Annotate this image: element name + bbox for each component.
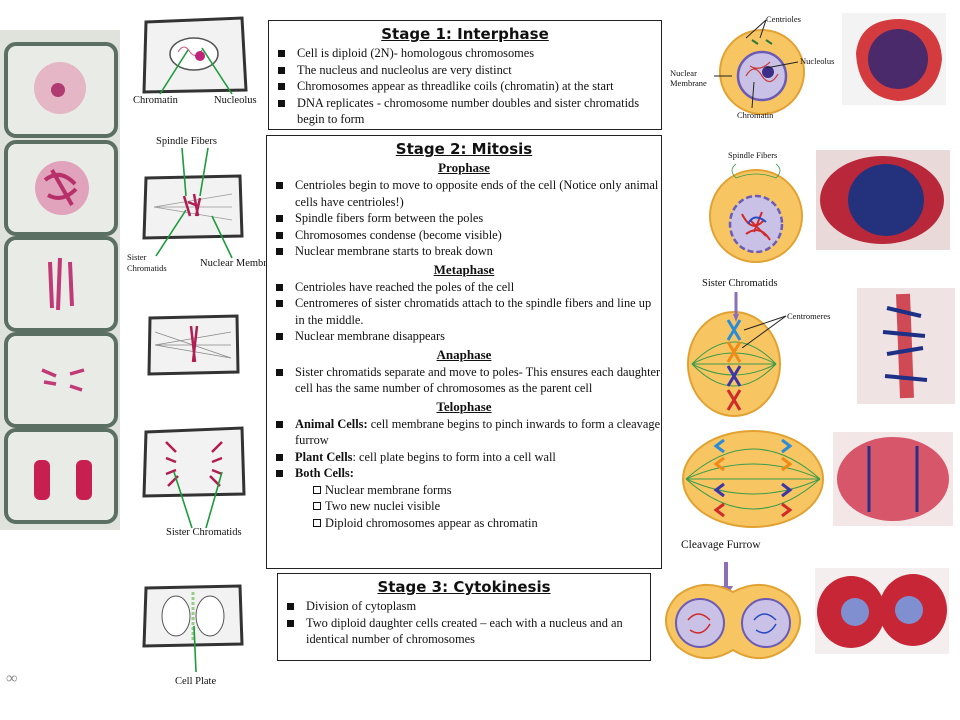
- animal-cell-metaphase: [687, 311, 781, 417]
- plant-label-lines: [155, 47, 233, 673]
- label-sister-chromatids-anaphase: Sister Chromatids: [166, 527, 242, 538]
- animal-interphase-leaders: [714, 19, 799, 109]
- both-cells-item: Nuclear membrane forms: [267, 482, 661, 499]
- metaphase-bullet: Centromeres of sister chromatids attach …: [267, 295, 661, 328]
- plant-cells-text: : cell plate begins to form into a cell …: [352, 449, 556, 464]
- plant-cell-anaphase: [142, 426, 246, 498]
- stage1-title: Stage 1: Interphase: [381, 25, 549, 43]
- metaphase-title: Metaphase: [433, 261, 495, 277]
- micrograph-anaphase: [833, 432, 953, 526]
- anaphase-bullet: Sister chromatids separate and move to p…: [267, 364, 661, 397]
- prophase-title: Prophase: [438, 160, 490, 175]
- label-cleavage-furrow: Cleavage Furrow: [681, 539, 761, 551]
- stage2-box: Stage 2: Mitosis Prophase Centrioles beg…: [266, 135, 662, 569]
- micrograph-interphase: [842, 13, 946, 105]
- animal-cell-telophase: [665, 584, 801, 660]
- micrograph-telophase: [815, 568, 949, 654]
- plant-cell-interphase: [142, 16, 248, 94]
- stage3-bullet: Two diploid daughter cells created – eac…: [278, 615, 650, 648]
- label-nucleolus-animal: Nucleolus: [800, 56, 835, 66]
- prophase-bullet: Chromosomes condense (become visible): [267, 227, 661, 244]
- label-nucleolus: Nucleolus: [214, 95, 257, 106]
- label-cell-plate: Cell Plate: [175, 676, 217, 687]
- label-chromatin-animal: Chromatin: [737, 110, 774, 120]
- micrograph-prophase: [816, 150, 950, 250]
- label-centrioles: Centrioles: [766, 14, 801, 24]
- animal-cells-label: Animal Cells:: [295, 416, 368, 431]
- plant-cell-prophase: [142, 174, 244, 240]
- stage1-bullet: Cell is diploid (2N)- homologous chromos…: [269, 45, 661, 62]
- stage1-bullet: The nucleus and nucleolus are very disti…: [269, 62, 661, 79]
- prophase-bullet: Spindle fibers form between the poles: [267, 210, 661, 227]
- stage1-bullet: DNA replicates - chromosome number doubl…: [269, 95, 661, 128]
- onion-root-micrographs: [0, 30, 120, 530]
- both-cells-item: Diploid chromosomes appear as chromatin: [267, 515, 661, 532]
- prophase-bullet: Centrioles begin to move to opposite end…: [267, 177, 661, 210]
- plant-cells-label: Plant Cells: [295, 449, 353, 464]
- stage3-title: Stage 3: Cytokinesis: [377, 578, 551, 596]
- telophase-title: Telophase: [436, 398, 492, 414]
- animal-cell-prophase: [709, 163, 803, 263]
- metaphase-bullet: Nuclear membrane disappears: [267, 328, 661, 345]
- micrograph-metaphase: [857, 288, 955, 404]
- label-spindle-fibers-animal: Spindle Fibers: [728, 150, 778, 160]
- stage1-box: Stage 1: Interphase Cell is diploid (2N)…: [268, 20, 662, 130]
- animal-cell-interphase: [719, 29, 805, 115]
- stage1-bullet: Chromosomes appear as threadlike coils (…: [269, 78, 661, 95]
- label-spindle-fibers: Spindle Fibers: [156, 136, 217, 147]
- metaphase-leaders: [733, 292, 787, 348]
- label-centromeres: Centromeres: [787, 311, 831, 321]
- label-sister-chromatids-animal: Sister Chromatids: [702, 278, 778, 289]
- both-cells-item: Two new nuclei visible: [267, 498, 661, 515]
- telophase-animal-bullet: Animal Cells: cell membrane begins to pi…: [267, 416, 661, 449]
- metaphase-bullet: Centrioles have reached the poles of the…: [267, 279, 661, 296]
- both-cells-label: Both Cells:: [295, 466, 354, 480]
- animal-cells-text: cell membrane begins to pinch inwards to…: [295, 416, 661, 448]
- stage2-title: Stage 2: Mitosis: [395, 140, 533, 158]
- stage3-bullet: Division of cytoplasm: [278, 598, 650, 615]
- telophase-plant-bullet: Plant Cells: cell plate begins to form i…: [267, 449, 661, 466]
- anaphase-title: Anaphase: [436, 346, 492, 362]
- plant-cell-metaphase: [147, 314, 240, 376]
- animal-cell-anaphase: [682, 430, 824, 528]
- label-chromatin: Chromatin: [133, 95, 178, 106]
- label-sister-chromatids: Sister Chromatids: [127, 252, 167, 273]
- label-nuclear-membrane: Nuclear Membrane: [200, 258, 268, 269]
- infinity-symbol: ∞: [6, 670, 18, 687]
- prophase-bullet: Nuclear membrane starts to break down: [267, 243, 661, 260]
- telophase-both-bullet: Both Cells:: [267, 465, 661, 482]
- label-nuclear-membrane-animal: Nuclear Membrane: [670, 68, 707, 88]
- stage3-box: Stage 3: Cytokinesis Division of cytopla…: [277, 573, 651, 661]
- plant-cell-telophase: [142, 584, 244, 648]
